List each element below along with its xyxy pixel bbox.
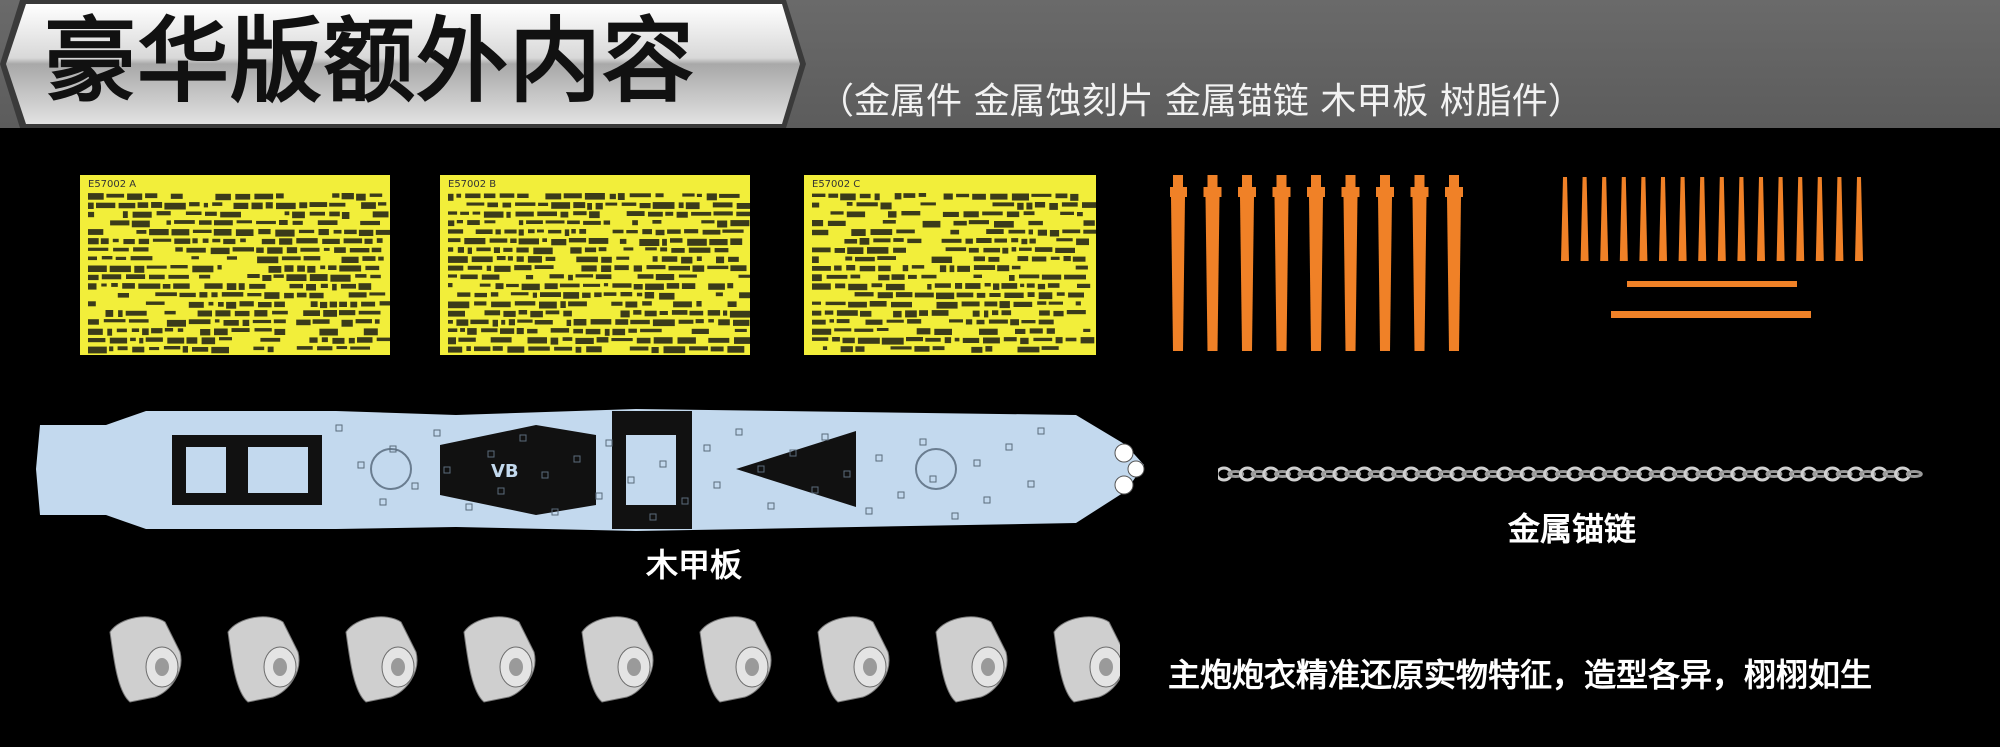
metal-barrel-small — [1678, 177, 1687, 261]
metal-barrel — [1307, 175, 1325, 351]
chain-label: 金属锚链 — [1508, 510, 1637, 548]
metal-barrel-small — [1698, 177, 1707, 261]
page-title: 豪华版额外内容 — [44, 8, 696, 115]
resin-turret-cover — [227, 616, 300, 703]
metal-barrel-small — [1815, 177, 1824, 261]
metal-barrels-small — [1561, 177, 1863, 318]
metal-barrel-small — [1580, 177, 1589, 261]
svg-text:VB: VB — [491, 461, 519, 482]
metal-barrel — [1170, 175, 1187, 351]
resin-turret-cover — [817, 616, 890, 703]
resin-turret-cover — [581, 616, 654, 703]
contents-subtitle: （金属件 金属蚀刻片 金属锚链 木甲板 树脂件） — [818, 81, 1584, 122]
metal-barrel-small — [1835, 177, 1844, 261]
deck-label: 木甲板 — [646, 546, 743, 584]
metal-barrel-small — [1600, 177, 1609, 261]
pe-sheet-b: E57002 B — [440, 175, 750, 355]
metal-barrel — [1203, 175, 1222, 351]
resin-turret-cover — [345, 616, 418, 703]
pe-sheet-b-label: E57002 B — [448, 179, 496, 190]
metal-barrel-small — [1776, 177, 1785, 261]
metal-barrel — [1376, 175, 1394, 351]
metal-barrel — [1445, 175, 1463, 351]
wood-deck-sheet: VB — [36, 409, 1145, 531]
metal-barrel-small — [1717, 177, 1726, 261]
metal-barrel-small — [1619, 177, 1628, 261]
metal-barrel-small — [1561, 177, 1569, 261]
metal-barrel — [1272, 175, 1291, 351]
metal-barrel — [1341, 175, 1360, 351]
metal-barrel-small — [1737, 177, 1746, 261]
metal-barrel-small — [1659, 177, 1667, 261]
metal-rod-1 — [1627, 281, 1797, 287]
pe-sheet-c-label: E57002 C — [812, 179, 860, 190]
metal-barrel — [1238, 175, 1256, 351]
metal-barrel — [1410, 175, 1429, 351]
pe-sheet-a-label: E57002 A — [88, 179, 136, 190]
pe-sheet-a: E57002 A — [80, 175, 390, 355]
resin-turret-cover — [1053, 616, 1120, 703]
title-plate — [0, 0, 806, 128]
metal-barrels-large — [1170, 175, 1463, 351]
metal-barrel-small — [1855, 177, 1863, 261]
metal-barrel-small — [1796, 177, 1805, 261]
resin-turret-covers — [109, 616, 1120, 703]
pe-sheet-c: E57002 C — [804, 175, 1096, 355]
resin-description: 主炮炮衣精准还原实物特征，造型各异，栩栩如生 — [1168, 656, 1873, 694]
resin-turret-cover — [109, 616, 182, 703]
resin-turret-cover — [935, 616, 1008, 703]
metal-barrel-small — [1639, 177, 1648, 261]
metal-rod-2 — [1611, 311, 1811, 318]
anchor-chain — [1218, 466, 1923, 482]
resin-turret-cover — [463, 616, 536, 703]
metal-barrel-small — [1757, 177, 1765, 261]
resin-turret-cover — [699, 616, 772, 703]
